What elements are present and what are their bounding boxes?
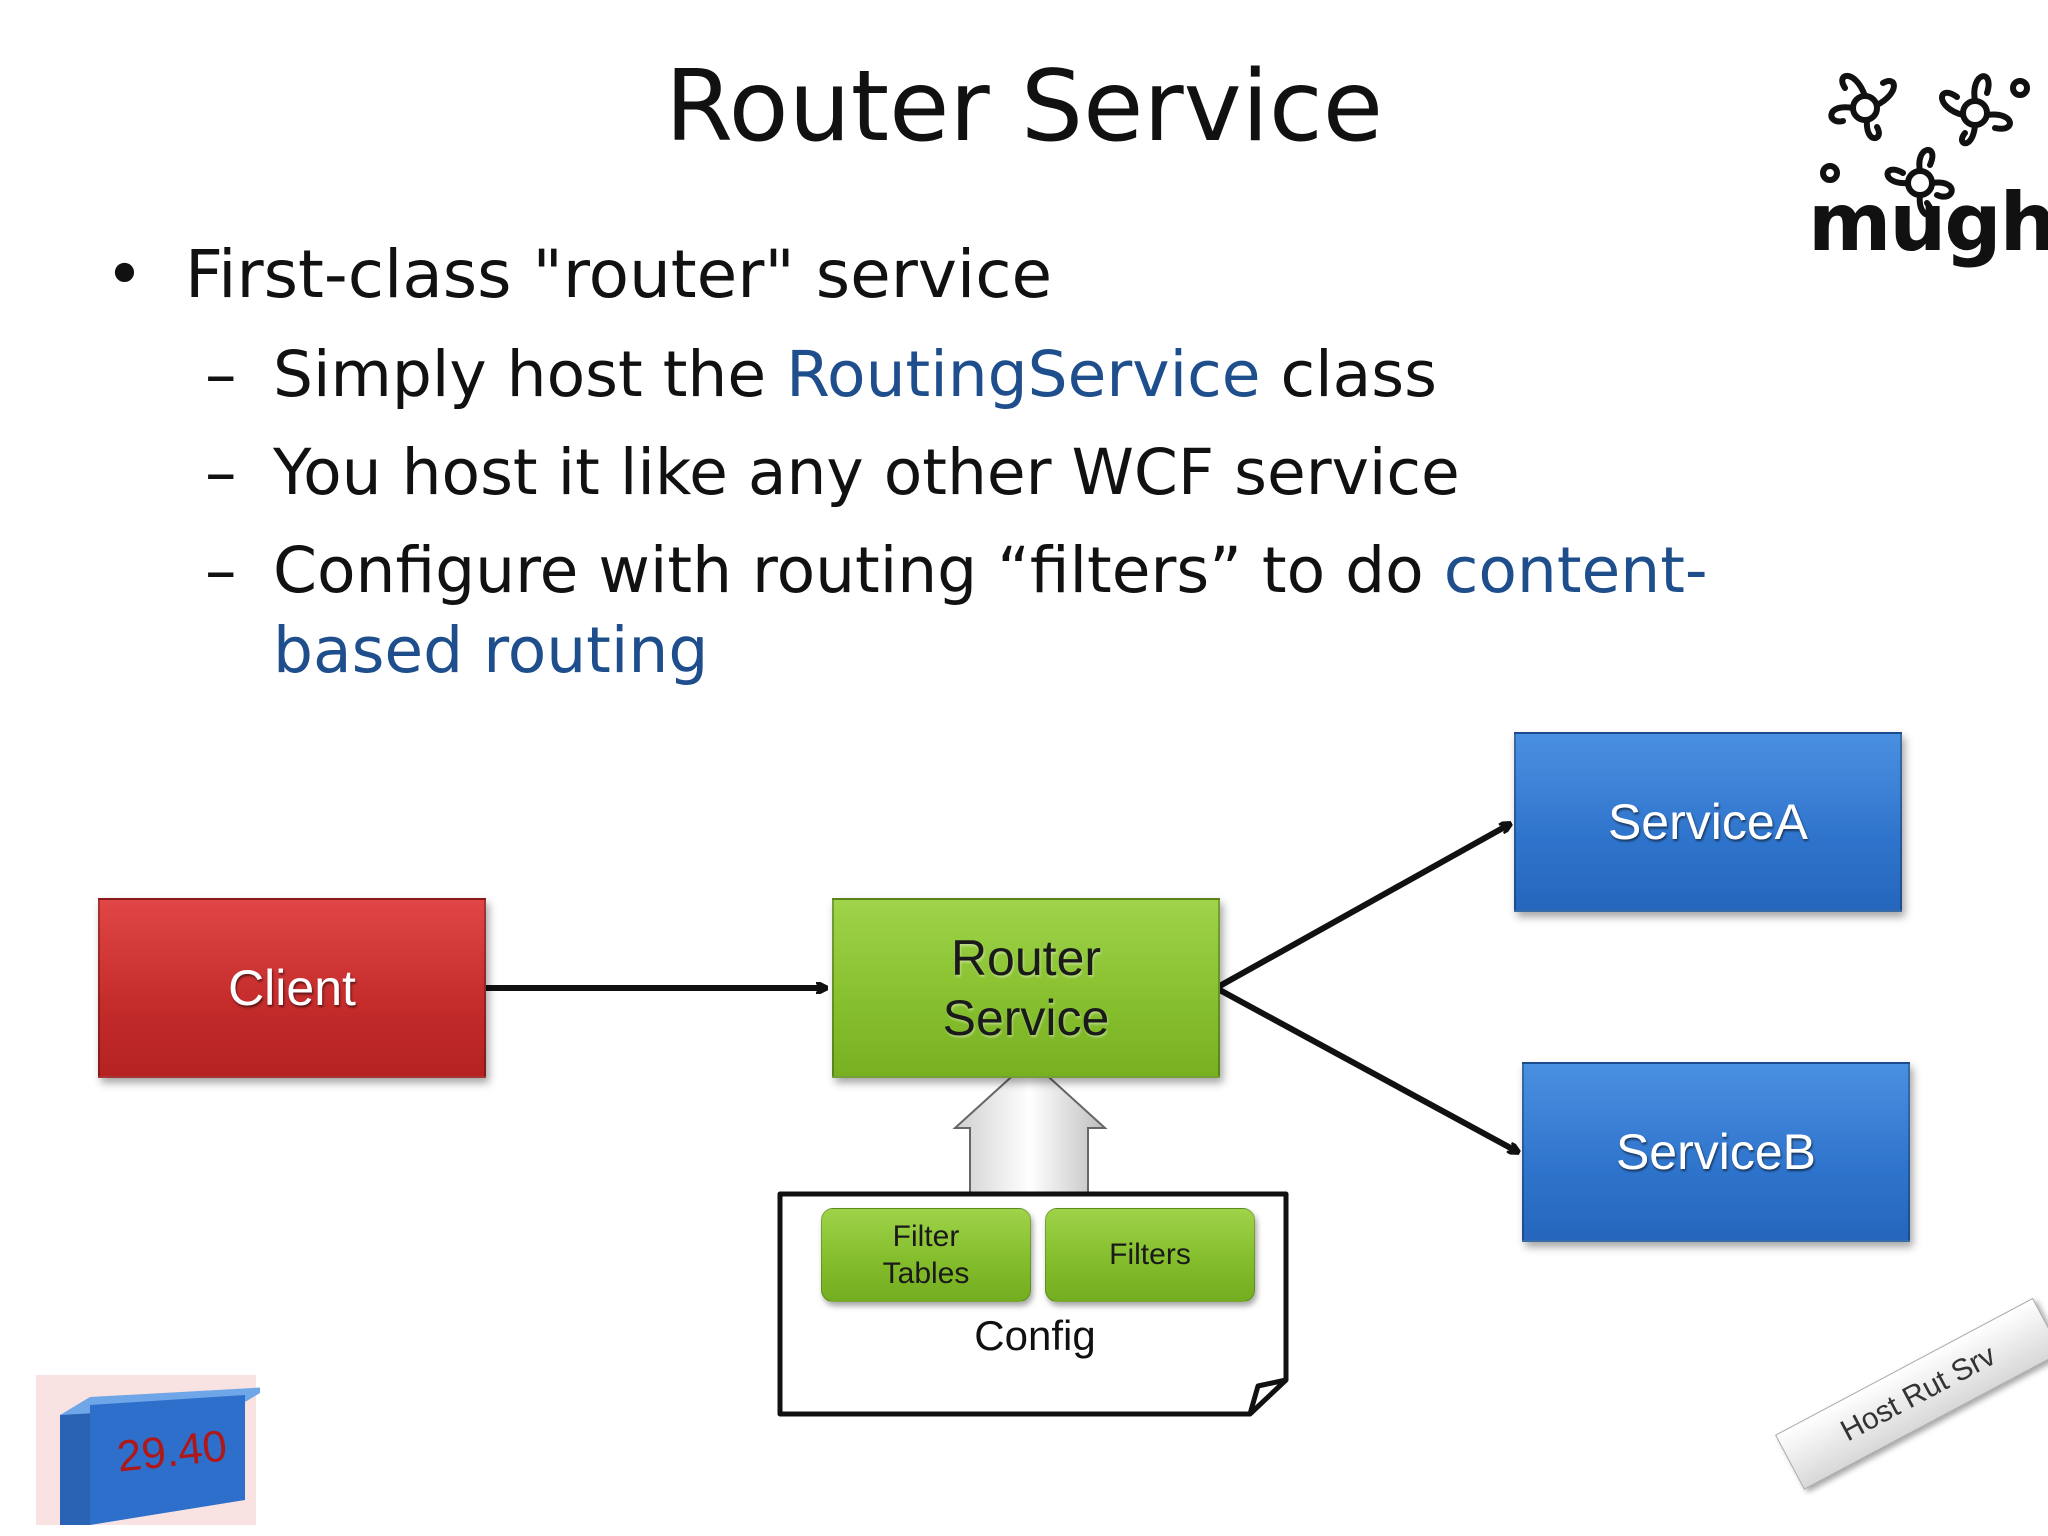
arrow-router-to-servicea bbox=[1214, 824, 1510, 991]
filter-tables-line2: Tables bbox=[882, 1257, 970, 1290]
config-up-arrow-icon bbox=[952, 1058, 1108, 1195]
flower-logo-icon bbox=[1820, 72, 2030, 218]
sub-bullet-3: – Configure with routing “filters” to do… bbox=[205, 534, 1708, 687]
arrow-router-to-serviceb bbox=[1214, 985, 1518, 1152]
sub-bullet-1-text: Simply host the bbox=[273, 338, 787, 411]
filters-box: Filters bbox=[1045, 1208, 1255, 1302]
serviceb-box: ServiceB bbox=[1522, 1062, 1910, 1242]
content-based-routing-highlight: content-based routing bbox=[273, 534, 1708, 687]
config-label: Config bbox=[974, 1312, 1096, 1359]
client-box: Client bbox=[98, 898, 486, 1078]
servicea-box: ServiceA bbox=[1514, 732, 1902, 912]
bullet-main: • First-class "router" service bbox=[105, 232, 1052, 318]
sub-bullet-1-suffix: class bbox=[1260, 338, 1437, 411]
logo-text: mugh bbox=[1808, 176, 2048, 269]
config-document-shape bbox=[777, 1191, 1289, 1417]
timer-cube-icon bbox=[36, 1375, 260, 1525]
filter-tables-box: Filter Tables bbox=[821, 1208, 1031, 1302]
sub-bullet-3-text: Configure with routing “filters” to do bbox=[273, 534, 1444, 607]
bullet-main-text: First-class "router" service bbox=[185, 236, 1053, 313]
sub-bullet-1: – Simply host the RoutingService class bbox=[205, 338, 1437, 411]
sub-bullet-2-text: You host it like any other WCF service bbox=[273, 436, 1460, 509]
router-diagram: Client Router Service ServiceA ServiceB … bbox=[0, 700, 2048, 1536]
filter-tables-line1: Filter bbox=[892, 1219, 960, 1253]
bullet-dot: • bbox=[105, 236, 144, 313]
router-service-box: Router Service bbox=[832, 898, 1220, 1078]
router-label-line2: Service bbox=[942, 990, 1110, 1046]
sub-bullet-2: – You host it like any other WCF service bbox=[205, 433, 1855, 513]
routingservice-highlight: RoutingService bbox=[786, 338, 1261, 411]
diagram-connectors bbox=[482, 700, 2048, 1417]
router-label-line1: Router bbox=[950, 930, 1102, 986]
slide-title: Router Service bbox=[664, 50, 1384, 164]
